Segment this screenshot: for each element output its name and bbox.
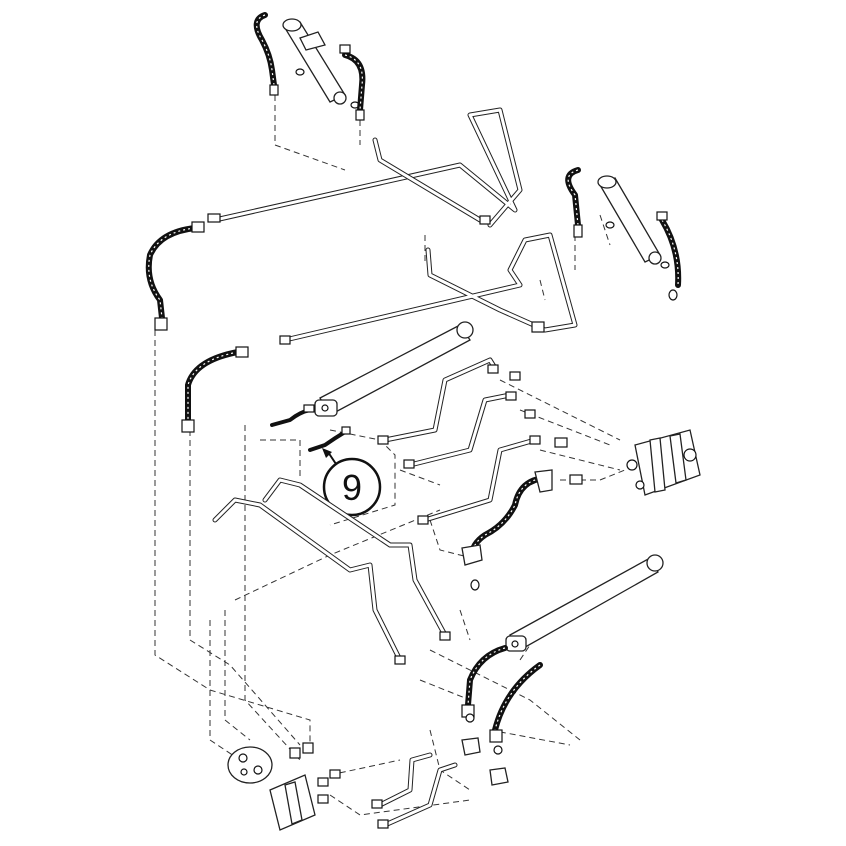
short-hose-lower: [308, 426, 351, 452]
middle-steel-tube: [279, 232, 578, 345]
right-lift-cylinder: [597, 175, 670, 269]
short-hose-upper: [270, 404, 315, 427]
upper-cylinder-hose-right: [339, 44, 366, 121]
bottom-pump-valve: [227, 742, 341, 831]
upper-steel-tube: [207, 107, 523, 228]
control-valve: [509, 371, 701, 496]
boom-cylinder: [314, 321, 474, 417]
left-long-hose: [145, 221, 205, 331]
right-cylinder-hose-left: [565, 167, 583, 238]
upper-cylinder-hose-left: [253, 12, 279, 96]
right-cylinder-hose-right: [656, 211, 682, 301]
left-frame-tube: [212, 477, 451, 665]
callout-label: 9: [342, 467, 362, 508]
center-steel-tubes: [377, 357, 541, 525]
middle-left-hose: [181, 346, 249, 433]
dashed-connection-lines: [154, 95, 626, 816]
lower-cylinder-hose-left: [461, 645, 508, 718]
lower-boom-cylinder: [505, 554, 664, 652]
center-s-hose: [461, 469, 553, 591]
callout-number-9: 9: [322, 457, 382, 517]
bottom-small-tubes: [371, 752, 458, 829]
bottom-fittings: [461, 713, 509, 786]
lower-cylinder-hose-right: [489, 662, 543, 743]
upper-lift-cylinder: [282, 18, 360, 109]
